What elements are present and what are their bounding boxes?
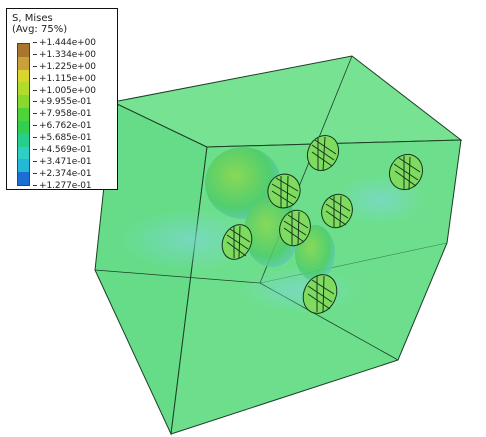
mesh-inclusion-2[interactable] bbox=[383, 148, 429, 195]
legend-color-band bbox=[18, 133, 29, 147]
legend-label: +3.471e-01 bbox=[33, 156, 118, 168]
legend-color-band bbox=[18, 69, 29, 83]
legend-subtitle: (Avg: 75%) bbox=[12, 24, 68, 35]
legend-color-band bbox=[18, 172, 29, 185]
legend-label: +9.955e-01 bbox=[33, 96, 118, 108]
legend-label: +6.762e-01 bbox=[33, 120, 118, 132]
legend-label: +1.115e+00 bbox=[33, 73, 118, 85]
legend-label: +1.277e-01 bbox=[33, 180, 118, 192]
legend-color-band bbox=[18, 146, 29, 160]
mesh-inclusion-7[interactable] bbox=[297, 269, 343, 319]
legend-label: +7.958e-01 bbox=[33, 108, 118, 120]
legend-color-band bbox=[18, 159, 29, 173]
legend-color-band bbox=[18, 82, 29, 96]
legend-color-band bbox=[18, 95, 29, 109]
legend-color-band bbox=[18, 120, 29, 134]
legend-label: +4.569e-01 bbox=[33, 144, 118, 156]
legend-title: S, Mises bbox=[12, 13, 53, 24]
mesh-inclusion-5[interactable] bbox=[275, 206, 316, 250]
mesh-inclusion-3[interactable] bbox=[263, 170, 305, 213]
legend-label: +1.334e+00 bbox=[33, 49, 118, 61]
stress-legend: S, Mises (Avg: 75%) +1.444e+00 +1.334e+0… bbox=[6, 8, 118, 192]
legend-label: +2.374e-01 bbox=[33, 168, 118, 180]
inclusions bbox=[205, 130, 429, 319]
legend-label: +1.225e+00 bbox=[33, 61, 118, 73]
legend-label: +5.685e-01 bbox=[33, 132, 118, 144]
mesh-inclusion-1[interactable] bbox=[302, 130, 344, 175]
stress-haze-2 bbox=[240, 268, 360, 312]
legend-color-band bbox=[18, 108, 29, 121]
mesh-inclusion-6[interactable] bbox=[217, 220, 258, 264]
legend-color-band bbox=[18, 44, 29, 57]
legend-color-bar bbox=[17, 43, 30, 186]
legend-color-band bbox=[18, 56, 29, 70]
mesh-inclusion-4[interactable] bbox=[316, 189, 358, 232]
legend-label: +1.005e+00 bbox=[33, 85, 118, 97]
hidden-edge-2 bbox=[94, 269, 261, 284]
legend-label: +1.444e+00 bbox=[33, 37, 118, 49]
mesh-inclusions bbox=[217, 130, 429, 319]
legend-labels: +1.444e+00 +1.334e+00 +1.225e+00 +1.115e… bbox=[33, 37, 118, 192]
